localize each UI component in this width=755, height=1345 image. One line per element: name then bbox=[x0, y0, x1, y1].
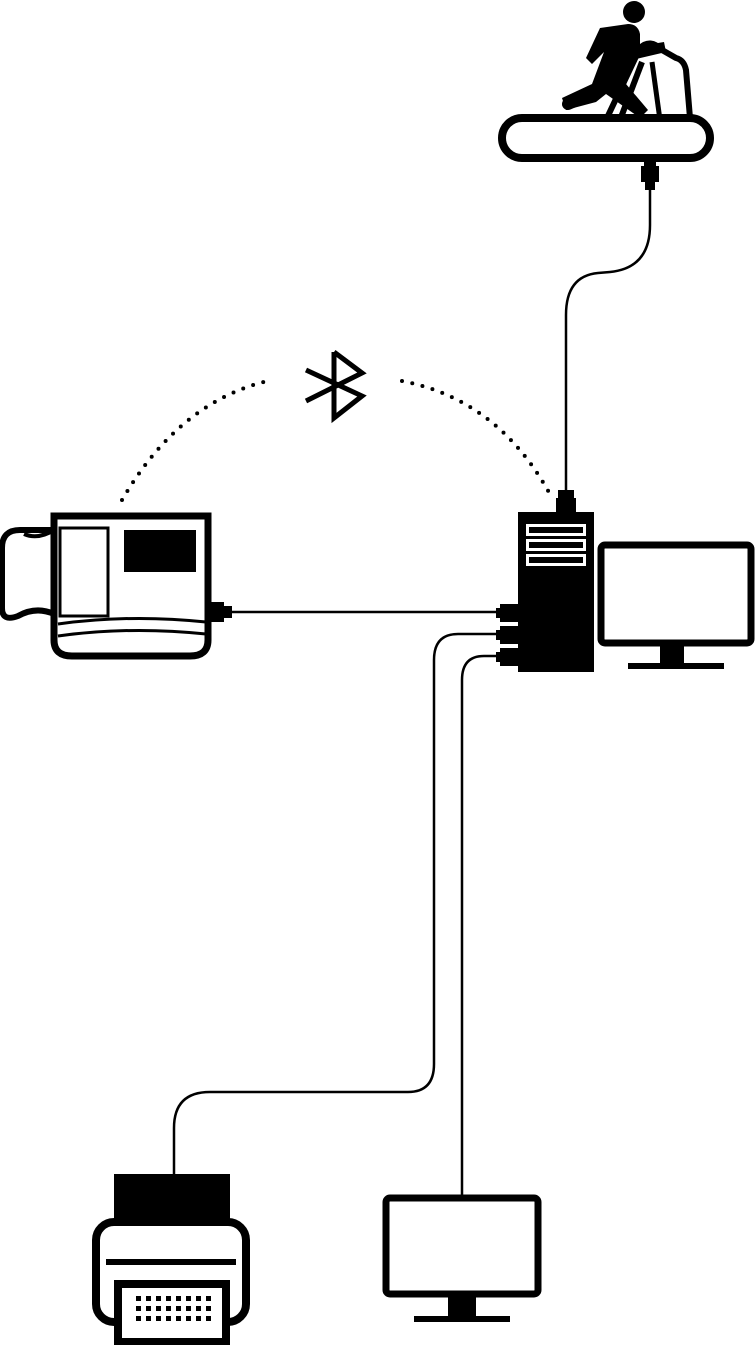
printer-paper-dots bbox=[136, 1296, 211, 1321]
computer-tower-icon bbox=[496, 490, 594, 672]
runner-head bbox=[623, 1, 645, 23]
pc-tower-body bbox=[518, 512, 594, 672]
cables bbox=[172, 188, 652, 1196]
monitor-secondary-screen bbox=[382, 1194, 542, 1298]
cable-pc-to-monitor bbox=[460, 654, 498, 1196]
bluetooth-icon bbox=[304, 350, 367, 424]
printer-paper bbox=[114, 1280, 230, 1345]
treadmill-handrail bbox=[603, 40, 693, 122]
monitor-icon bbox=[382, 1194, 542, 1322]
bluetooth-link bbox=[120, 350, 554, 502]
wireless-arc-right bbox=[400, 379, 554, 500]
treadmill-belt bbox=[498, 114, 714, 162]
monitor-main-screen bbox=[597, 541, 755, 647]
printer-top bbox=[114, 1174, 230, 1222]
printer-icon bbox=[92, 1174, 250, 1345]
ecg-screen bbox=[124, 530, 196, 572]
ecg-paper-slot bbox=[58, 526, 110, 618]
treadmill-runner-icon bbox=[498, 1, 714, 190]
ecg-paper bbox=[0, 527, 57, 621]
cable-treadmill-to-pc bbox=[564, 188, 652, 492]
cable-pc-to-printer bbox=[172, 632, 498, 1176]
monitor-icon bbox=[597, 541, 755, 669]
wireless-arc-left bbox=[120, 378, 274, 502]
ecg-recorder-icon bbox=[0, 512, 232, 660]
